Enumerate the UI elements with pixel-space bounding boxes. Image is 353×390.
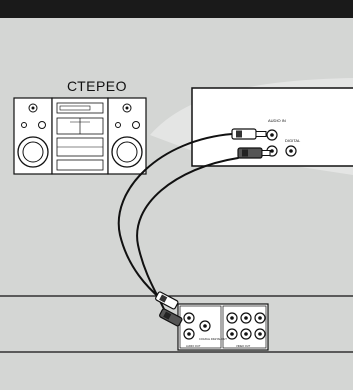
digital-label: DIGITAL <box>285 138 301 143</box>
stereo-label: СТЕРЕО <box>66 78 128 94</box>
cable-plug-top <box>231 128 267 140</box>
player-panel: COAXIAL DIGITAL OUT AUDIO OUT VIDEO OUT <box>177 303 269 351</box>
video-out-label: VIDEO OUT <box>236 344 251 348</box>
amplifier-panel: AUDIO IN DIGITAL <box>191 87 353 167</box>
left-speaker <box>13 97 53 175</box>
audio-out-label: AUDIO OUT <box>186 344 201 348</box>
player-plug-bottom <box>159 308 183 327</box>
stereo-main-unit <box>51 97 109 175</box>
header-bar <box>0 0 353 18</box>
audio-in-label: AUDIO IN <box>268 118 286 123</box>
cable-plug-bottom <box>237 147 271 159</box>
stereo-system <box>13 97 147 175</box>
coaxial-label: COAXIAL DIGITAL OUT <box>199 337 227 341</box>
player-plug-top <box>155 291 179 310</box>
right-speaker <box>107 97 147 175</box>
